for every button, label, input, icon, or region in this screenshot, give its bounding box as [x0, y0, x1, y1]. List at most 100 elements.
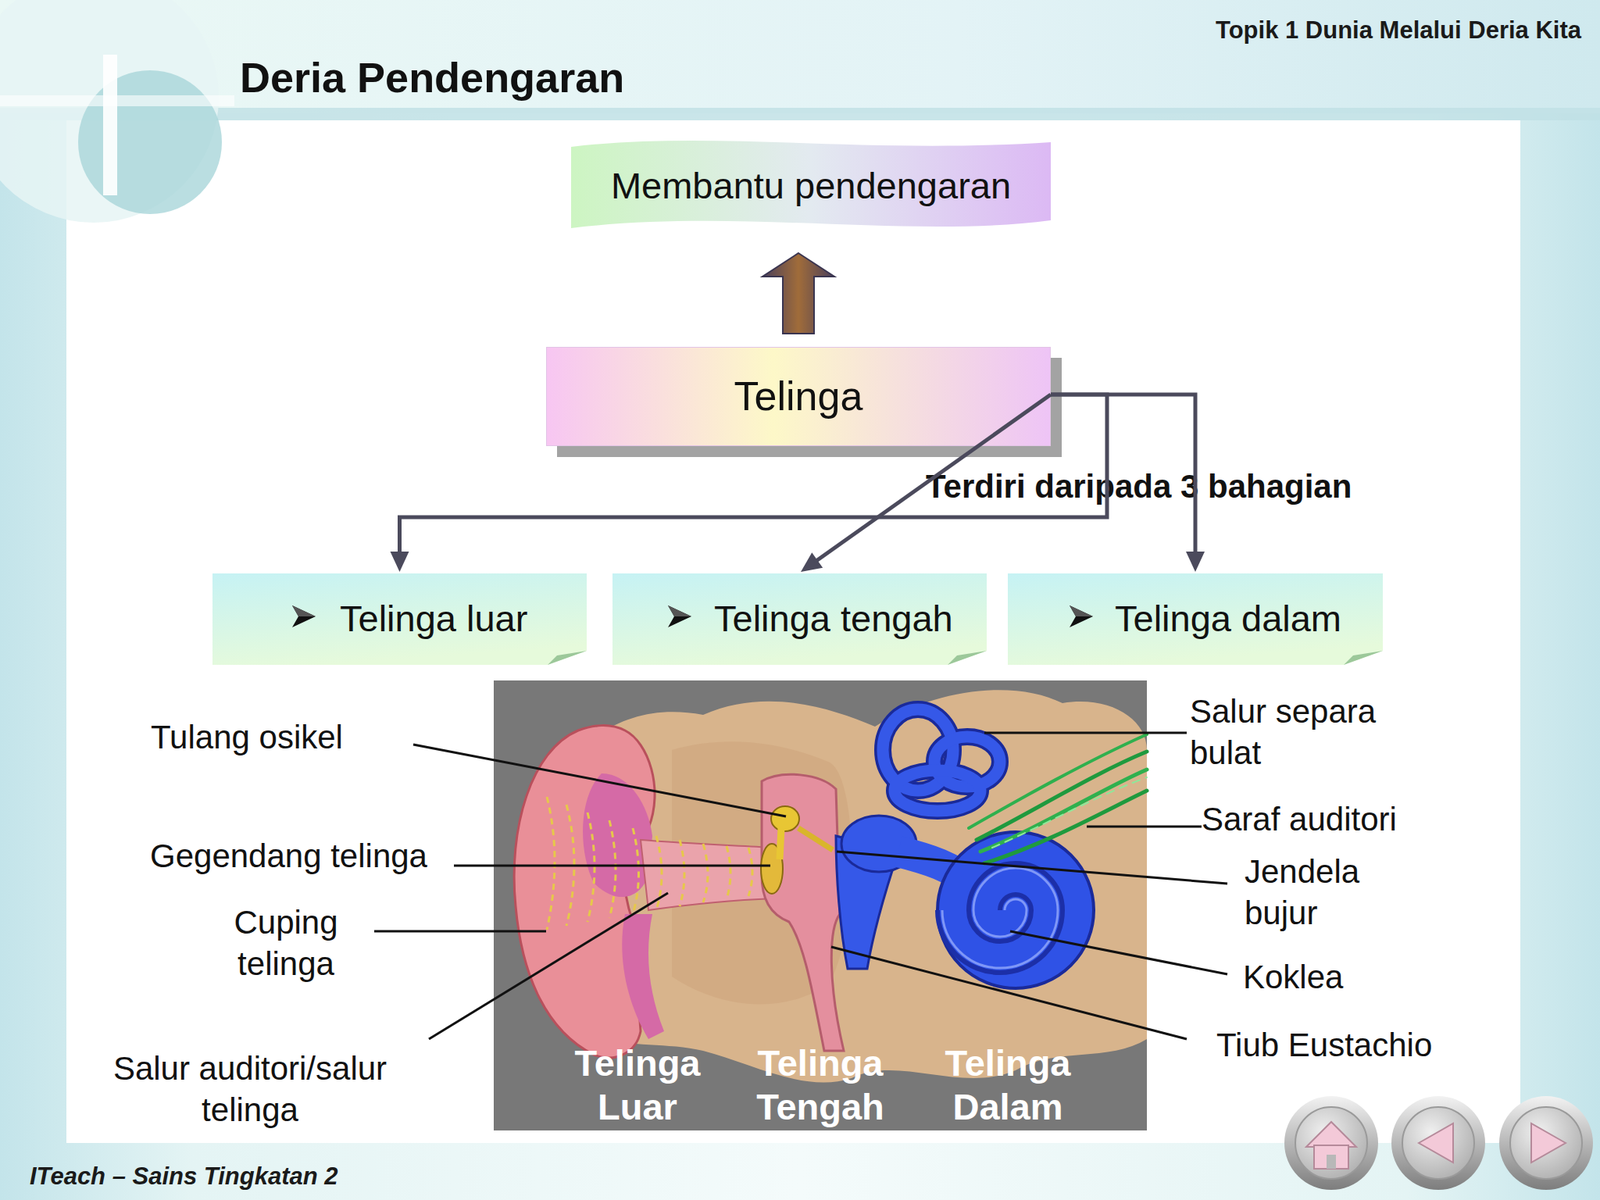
ear-illustration	[621, 914, 665, 1040]
node-text: Telinga dalam	[1114, 596, 1383, 641]
note-fold	[947, 650, 987, 665]
bullet-arrow	[290, 603, 318, 629]
leader-line	[836, 851, 1228, 884]
ear-illustration	[493, 680, 1147, 1131]
background	[0, 0, 1600, 114]
main-box: Telinga	[546, 346, 1051, 447]
ear-illustration	[937, 832, 1094, 989]
nav-button	[1306, 1121, 1357, 1147]
leader-line	[1010, 931, 1228, 975]
nav-button	[1326, 1154, 1336, 1169]
node-text: Membantu pendengaran	[610, 164, 1011, 208]
part-box: Telinga tengah	[612, 573, 987, 665]
ear-illustration	[609, 820, 616, 918]
bullet-arrow	[1069, 605, 1093, 628]
ear-illustration	[748, 847, 753, 897]
text-area: Telinga luar	[339, 573, 587, 665]
slide-title: Deria Pendengaran	[239, 51, 625, 105]
ear-illustration	[894, 770, 981, 811]
bullet-arrow	[1067, 603, 1095, 629]
node-text: Telinga	[734, 371, 864, 421]
note-fold	[547, 650, 587, 665]
part-box: Telinga dalam	[1007, 573, 1383, 665]
banner-box: Membantu pendengaran	[571, 137, 1051, 235]
leader-line	[413, 744, 786, 817]
ear-illustration	[679, 839, 685, 907]
leader-line	[428, 892, 668, 1040]
connector-label: Terdiri daripada 3 bahagian	[925, 466, 1352, 508]
bullet-arrow	[1069, 605, 1093, 617]
background	[66, 120, 1521, 1143]
ear-illustration	[968, 734, 1147, 864]
ear-illustration	[798, 828, 833, 850]
nav-button	[1402, 1107, 1475, 1179]
ear-illustration	[493, 680, 1147, 1131]
part-label: Gegendang telinga	[150, 835, 479, 878]
ear-illustration	[546, 796, 555, 930]
arrow-head	[390, 551, 410, 572]
text-area: Telinga dalam	[1114, 573, 1383, 665]
nav-button	[1418, 1123, 1454, 1163]
ear-illustration	[980, 769, 1147, 852]
leader-line	[984, 732, 1187, 735]
part-label: Cuping telinga	[184, 902, 388, 985]
region-label: Telinga Dalam	[921, 1041, 1094, 1130]
node-text: Telinga luar	[339, 596, 587, 641]
ear-illustration	[726, 846, 731, 900]
ear-illustration	[779, 828, 782, 860]
part-label: Salur separa bulat	[1189, 691, 1425, 774]
ear-illustration	[942, 867, 1058, 968]
note-shape	[212, 573, 587, 665]
leader-line	[453, 864, 771, 868]
banner-shape	[571, 140, 1051, 229]
bullet-arrow	[292, 605, 316, 628]
nav-button	[1499, 1096, 1593, 1190]
nav-button	[1295, 1107, 1368, 1179]
note-shape	[612, 573, 987, 665]
ear-illustration	[703, 843, 708, 903]
leader-line	[374, 732, 1228, 1040]
nav-button	[1531, 1123, 1566, 1163]
logo	[0, 95, 235, 107]
bullet-arrow	[292, 605, 316, 617]
part-label: Jendela bujur	[1244, 851, 1417, 934]
ear-illustration	[968, 734, 1147, 829]
nav-button	[1284, 1096, 1593, 1190]
part-label: Koklea	[1242, 957, 1478, 999]
bullet-arrow	[667, 605, 692, 628]
text-area: Telinga	[546, 347, 1050, 446]
region-label: Telinga Luar	[551, 1041, 724, 1130]
logo	[78, 70, 222, 215]
ear-illustration	[761, 774, 844, 1051]
ear-illustration	[937, 863, 1063, 973]
part-label: Salur auditori/salur telinga	[70, 1048, 430, 1131]
part-label: Saraf auditori	[1201, 799, 1515, 841]
ear-illustration	[546, 796, 753, 930]
nav-button	[1314, 1145, 1349, 1169]
slide-footer: ITeach – Sains Tingkatan 2	[29, 1161, 577, 1193]
background	[0, 107, 1600, 121]
logo	[0, 0, 235, 223]
ear-illustration	[992, 777, 1147, 848]
block-arrow	[762, 253, 835, 334]
region-label: Telinga Tengah	[734, 1041, 907, 1130]
nav-button	[1391, 1096, 1486, 1190]
ear-illustration	[632, 828, 640, 915]
part-label: Tiub Eustachio	[1216, 1025, 1529, 1067]
text-area: Telinga tengah	[714, 573, 987, 665]
arrow-head	[800, 552, 823, 572]
bullet-arrow	[667, 605, 692, 617]
note-shape	[1007, 573, 1383, 665]
block-arrow-shape	[762, 253, 835, 334]
part-label: Tulang osikel	[150, 717, 464, 759]
nav-button	[1510, 1107, 1583, 1179]
arrow-head	[1185, 551, 1205, 572]
part-box: Telinga luar	[212, 573, 587, 665]
slide-header: Topik 1 Dunia Melalui Deria Kita	[1015, 15, 1582, 47]
text-area: Membantu pendengaran	[571, 137, 1051, 235]
logo	[103, 54, 118, 196]
node-text: Telinga tengah	[714, 596, 987, 641]
